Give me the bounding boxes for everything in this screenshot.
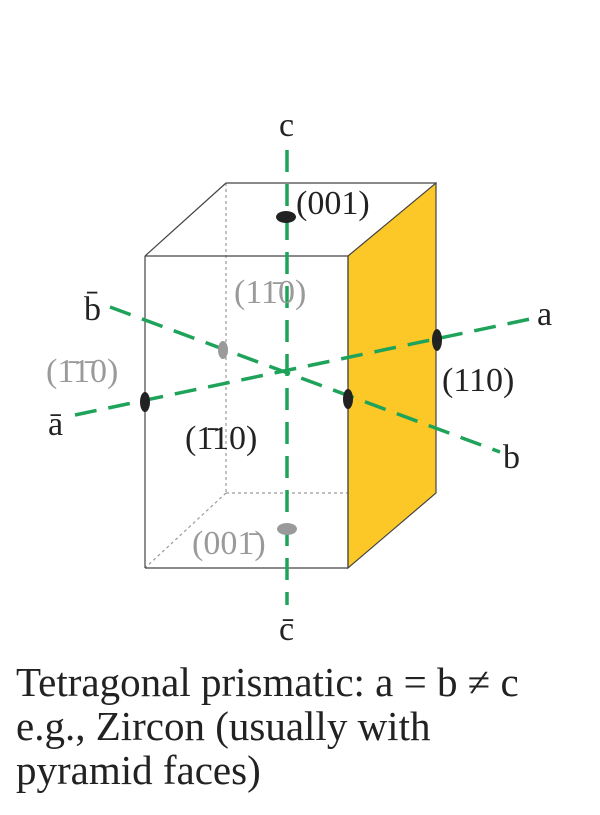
caption-line-1: Tetragonal prismatic: a = b ≠ c <box>16 659 519 705</box>
a-axis <box>74 316 536 417</box>
face-label-001: (001) <box>296 185 370 222</box>
marker-001 <box>276 211 296 223</box>
c-axis-bottom-label: c̄ <box>279 611 294 648</box>
crystal-axes-diagram: c c̄ a ā b b̄ (001) (001̄) (110) (1̄10) … <box>46 107 552 648</box>
visible-edges <box>144 182 436 569</box>
b-axis-right-label: b <box>503 439 520 476</box>
b-axis-left-label: b̄ <box>84 291 101 328</box>
caption-line-2: e.g., Zircon (usually with <box>16 703 431 749</box>
face-label-bar1bar10: (1̄1̄0) <box>46 353 118 390</box>
marker-bar1bar10 <box>140 392 150 412</box>
face-markers <box>140 211 442 535</box>
marker-1bar10 <box>218 341 228 359</box>
shaded-prism-face <box>347 181 437 570</box>
face-label-00bar1: (001̄) <box>192 525 266 562</box>
a-axis-left-label: ā <box>48 406 63 443</box>
c-axis-top-label: c <box>279 107 294 144</box>
marker-bar110 <box>343 389 353 409</box>
face-label-1bar10: (11̄0) <box>234 274 306 311</box>
b-axis <box>109 305 501 454</box>
caption: Tetragonal prismatic: a = b ≠ c e.g., Zi… <box>16 660 596 792</box>
caption-line-3: pyramid faces) <box>16 747 261 793</box>
face-label-bar110: (1̄10) <box>185 420 257 457</box>
face-label-110: (110) <box>442 362 514 399</box>
marker-110 <box>432 329 442 351</box>
marker-00bar1 <box>277 523 297 535</box>
a-axis-right-label: a <box>537 296 552 333</box>
